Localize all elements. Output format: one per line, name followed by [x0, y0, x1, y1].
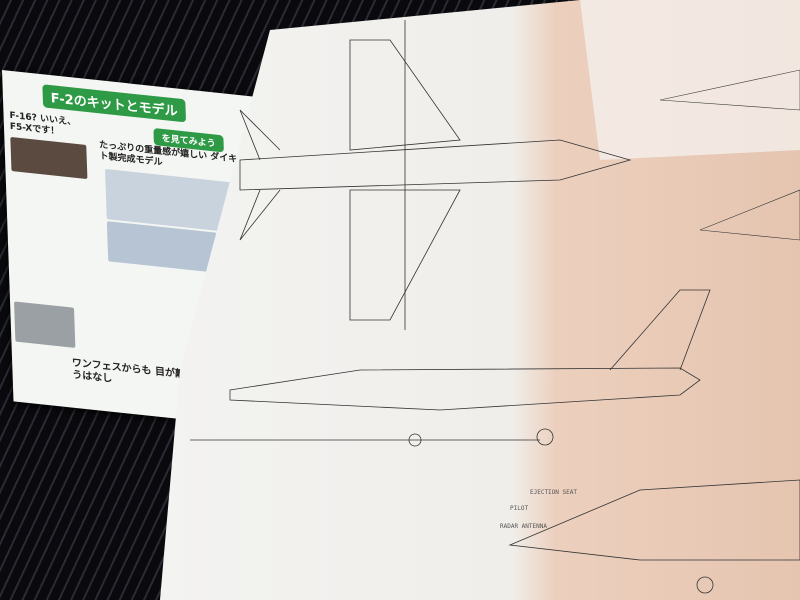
photo-figure — [14, 301, 76, 348]
aircraft-line-drawing-poster: EJECTION SEAT PILOT RADAR ANTENNA — [160, 0, 800, 600]
label-ejection-seat: EJECTION SEAT — [530, 489, 577, 496]
side-title: F-16? いいえ、F5-Xです！ — [9, 110, 77, 138]
cutaway-view-aircraft — [508, 479, 800, 594]
photo-model-kit — [10, 136, 88, 180]
top-view-aircraft — [239, 20, 632, 330]
side-view-aircraft — [190, 289, 711, 447]
front-views — [659, 69, 800, 241]
label-pilot: PILOT — [510, 505, 528, 512]
poster-page-top-right — [580, 0, 800, 160]
label-radar-antenna: RADAR ANTENNA — [500, 523, 547, 530]
